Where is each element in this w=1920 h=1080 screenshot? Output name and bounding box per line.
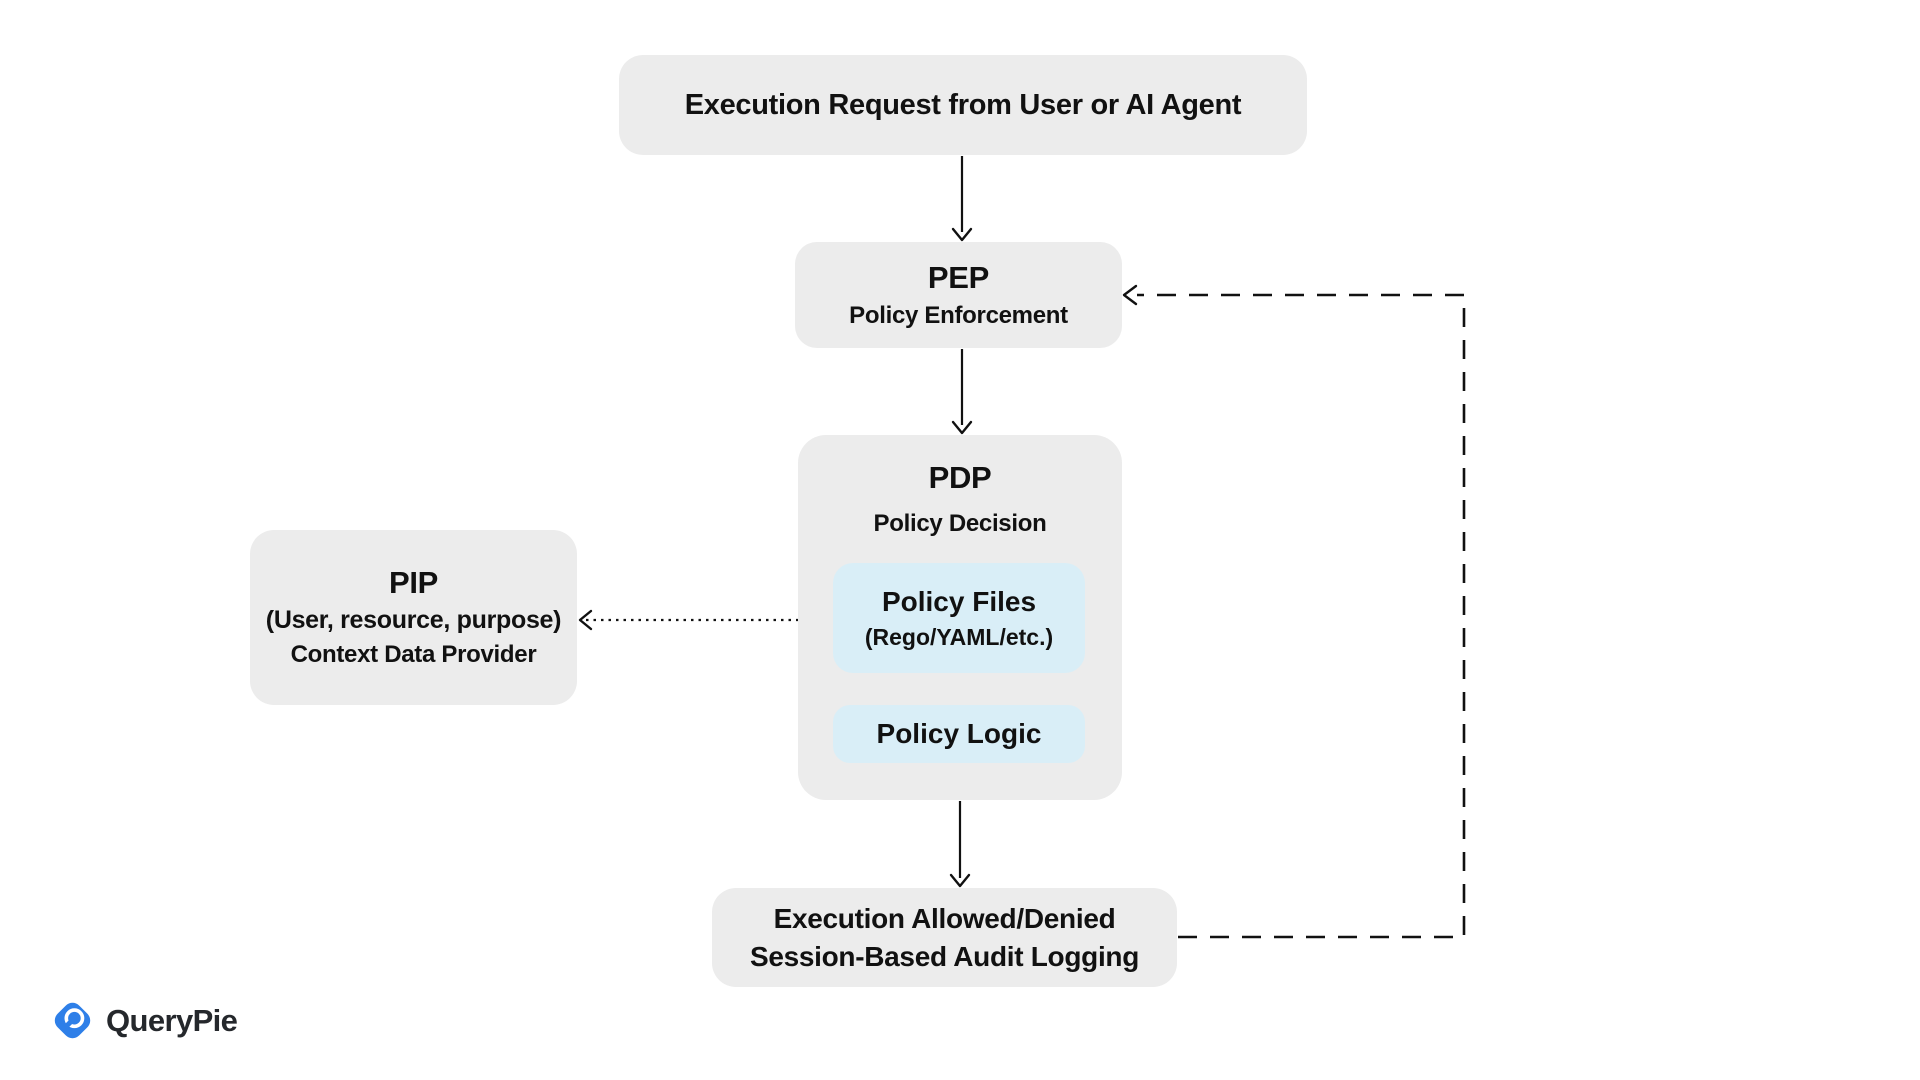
execution-result-box: Execution Allowed/Denied Session-Based A… [712, 888, 1177, 987]
pep-box: PEP Policy Enforcement [795, 242, 1122, 348]
querypie-logo: QueryPie [50, 998, 238, 1043]
pdp-title: PDP [928, 460, 992, 495]
pep-subtitle: Policy Enforcement [849, 302, 1068, 329]
execution-request-box: Execution Request from User or AI Agent [619, 55, 1307, 155]
pip-subtitle: (User, resource, purpose) [265, 606, 562, 634]
pdp-subtitle: Policy Decision [873, 510, 1047, 537]
pip-description: Context Data Provider [290, 641, 537, 668]
pep-title: PEP [927, 260, 990, 295]
arrowhead-feedback-to-pep [1122, 284, 1138, 306]
policy-files-subtitle: (Rego/YAML/etc.) [864, 623, 1054, 650]
pip-title: PIP [388, 565, 439, 600]
policy-logic-box: Policy Logic [833, 705, 1085, 763]
arrowhead-pep-to-pdp [951, 420, 973, 435]
policy-files-title: Policy Files [881, 585, 1037, 617]
result-line-1: Execution Allowed/Denied [773, 902, 1116, 934]
result-line-2: Session-Based Audit Logging [749, 940, 1140, 972]
querypie-logo-icon [54, 1002, 91, 1039]
execution-request-label: Execution Request from User or AI Agent [684, 88, 1242, 121]
policy-files-box: Policy Files (Rego/YAML/etc.) [833, 563, 1085, 673]
arrowhead-pdp-to-result [949, 873, 971, 888]
querypie-logo-text: QueryPie [106, 1002, 238, 1038]
arrowhead-request-to-pep [951, 227, 973, 242]
dashed-feedback-line [1137, 293, 1466, 939]
policy-logic-title: Policy Logic [876, 718, 1042, 749]
pip-box: PIP (User, resource, purpose) Context Da… [250, 530, 577, 705]
arrowhead-to-pip [578, 609, 593, 631]
